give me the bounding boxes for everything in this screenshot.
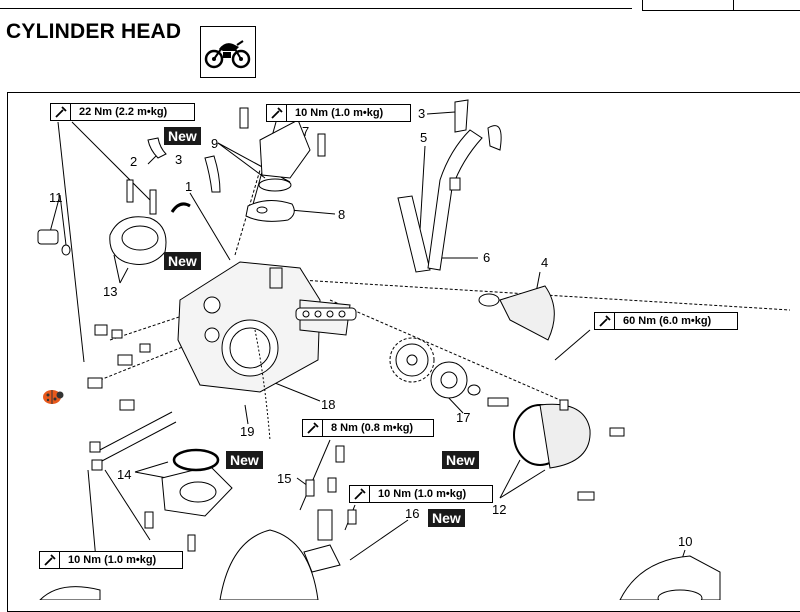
callout-6: 6 [483, 250, 491, 265]
page-title: CYLINDER HEAD [6, 20, 182, 43]
motorcycle-icon [200, 26, 256, 78]
torque-spec-10nm-mid: 10 Nm (1.0 m•kg) [349, 485, 493, 503]
wrench-icon [350, 486, 370, 502]
callout-1: 1 [185, 179, 193, 194]
header-rule [0, 8, 632, 9]
callout-13: 13 [103, 284, 118, 299]
new-badge: New [428, 509, 465, 527]
callout-9: 9 [211, 136, 219, 151]
torque-spec-10nm-top: 10 Nm (1.0 m•kg) [266, 104, 411, 122]
callout-14: 14 [117, 467, 132, 482]
callout-11: 11 [49, 190, 63, 205]
new-badge: New [226, 451, 263, 469]
callout-10: 10 [678, 534, 693, 549]
torque-spec-8nm: 8 Nm (0.8 m•kg) [302, 419, 434, 437]
wrench-icon [595, 313, 615, 329]
ladybug-icon [40, 386, 66, 411]
callout-15: 15 [277, 471, 292, 486]
callout-4: 4 [541, 255, 549, 270]
callout-18: 18 [321, 397, 336, 412]
callout-2: 2 [130, 154, 138, 169]
callout-3: 3 [418, 106, 426, 121]
header-box [642, 0, 800, 11]
new-badge: New [164, 252, 201, 270]
new-badge: New [442, 451, 479, 469]
torque-spec-60nm: 60 Nm (6.0 m•kg) [594, 312, 738, 330]
wrench-icon [303, 420, 323, 436]
callout-19: 19 [240, 424, 255, 439]
wrench-icon [267, 105, 287, 121]
callout-12: 12 [492, 502, 507, 517]
new-badge: New [164, 127, 201, 145]
callout-8: 8 [338, 207, 346, 222]
torque-spec-22nm: 22 Nm (2.2 m•kg) [50, 103, 195, 121]
wrench-icon [51, 104, 71, 120]
wrench-icon [40, 552, 60, 568]
callout-3: 3 [175, 152, 183, 167]
callout-17: 17 [456, 410, 471, 425]
callout-7: 7 [302, 124, 310, 139]
torque-spec-10nm-bottom: 10 Nm (1.0 m•kg) [39, 551, 183, 569]
callout-5: 5 [420, 130, 428, 145]
header-box-divider [733, 0, 734, 10]
callout-16: 16 [405, 506, 420, 521]
